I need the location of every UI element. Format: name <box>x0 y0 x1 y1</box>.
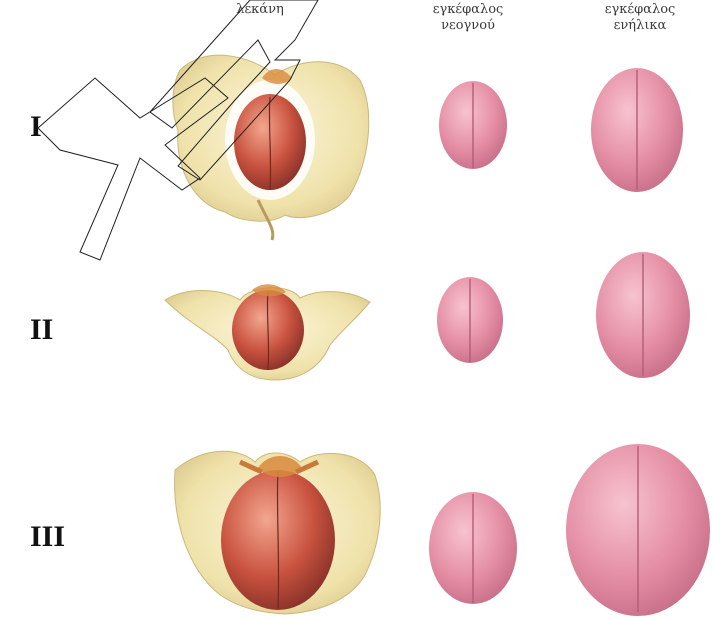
pelvis-row-3 <box>175 451 381 614</box>
brain-newborn-row-3 <box>429 492 517 604</box>
brain-adult-row-1 <box>591 68 683 192</box>
pelvis-row-2 <box>165 284 370 380</box>
brain-newborn-row-1 <box>439 81 507 169</box>
brain-adult-row-3 <box>566 444 710 616</box>
brain-adult-row-2 <box>596 252 690 378</box>
brain-newborn-row-2 <box>437 277 503 363</box>
pelvis-row-1 <box>173 55 369 240</box>
